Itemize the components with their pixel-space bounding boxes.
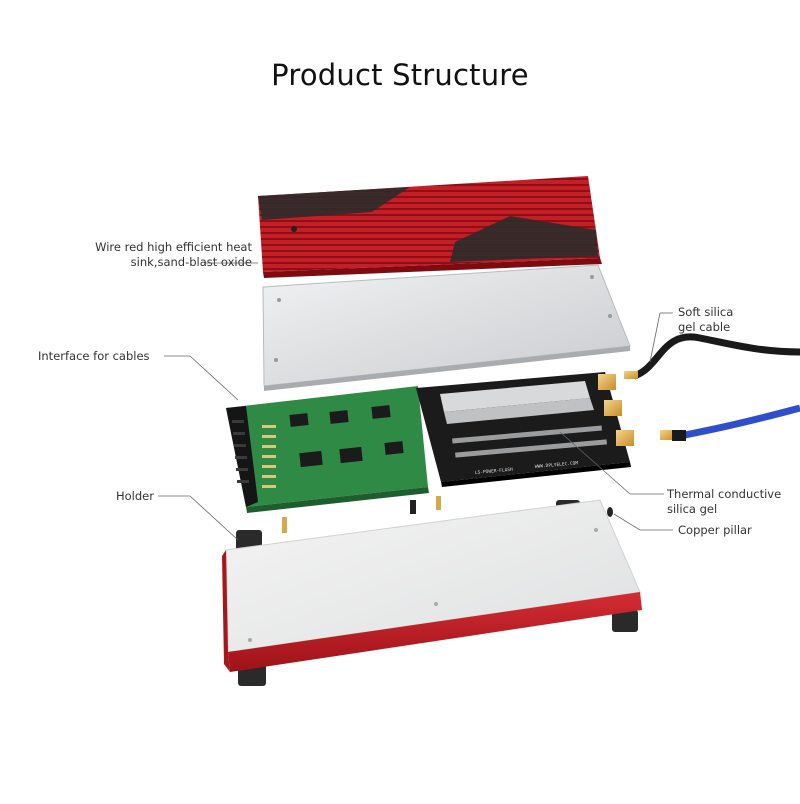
callout-silica-cable: Soft silica gel cable: [678, 305, 733, 335]
callout-silica-cable-line2: gel cable: [678, 320, 731, 334]
callout-cable-interface-line1: Interface for cables: [38, 349, 150, 363]
power-board-label: LS-POWER-FLASH: [475, 467, 514, 476]
callout-copper-pillar-line1: Copper pillar: [678, 523, 752, 537]
silica-gel-cables: [624, 333, 800, 441]
terminal-c-minus: [604, 400, 622, 416]
callout-holder: Holder: [116, 489, 154, 504]
holder-base: [222, 499, 642, 686]
callout-heat-sink: Wire red high efficient heat sink,sand-b…: [60, 240, 252, 270]
callout-copper-pillar: Copper pillar: [678, 523, 752, 538]
callout-thermal-gel-line2: silica gel: [667, 502, 718, 516]
terminal-p-minus: [616, 430, 634, 446]
page-title: Product Structure: [271, 58, 529, 92]
terminal-b-minus: [598, 374, 616, 390]
callout-holder-line1: Holder: [116, 489, 154, 503]
callout-heat-sink-line1: Wire red high efficient heat: [95, 240, 252, 254]
callout-cable-interface: Interface for cables: [38, 349, 150, 364]
power-board-web: WWW.DPLYELEC.COM: [535, 460, 579, 470]
power-board: LS-POWER-FLASH WWW.DPLYELEC.COM: [416, 372, 634, 487]
copper-pillars: [282, 496, 613, 533]
heat-sink: [258, 176, 602, 278]
callout-thermal-gel: Thermal conductive silica gel: [667, 487, 781, 517]
aluminium-plate: [262, 264, 631, 391]
callout-heat-sink-line2: sink,sand-blast oxide: [130, 255, 252, 269]
callout-leaders: [158, 262, 673, 541]
control-pcb: [226, 386, 429, 513]
callout-silica-cable-line1: Soft silica: [678, 305, 734, 319]
callout-thermal-gel-line1: Thermal conductive: [667, 487, 782, 501]
